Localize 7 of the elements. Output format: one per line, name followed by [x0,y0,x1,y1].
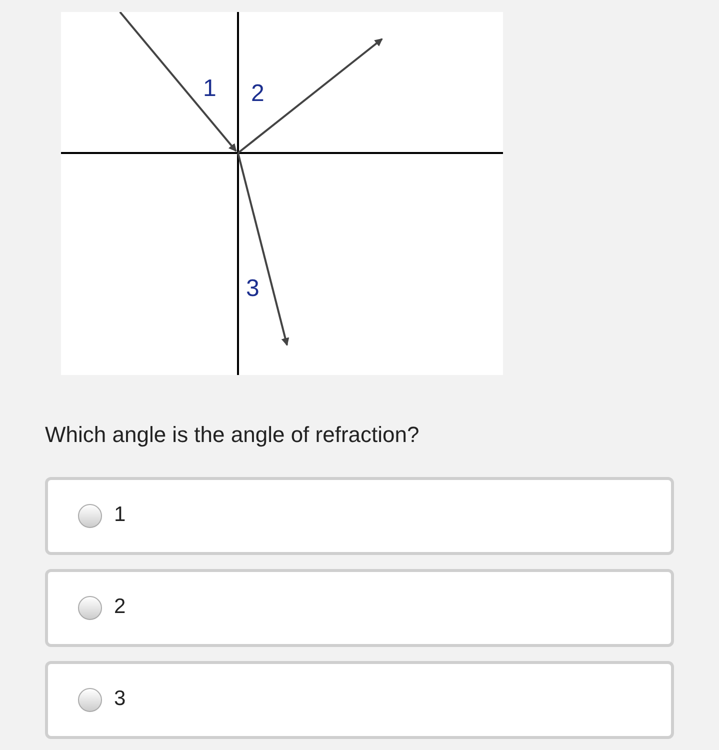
option-text: 2 [114,596,126,617]
angle-number: 2 [251,82,264,106]
angle-number: 3 [246,277,260,301]
option-text: 1 [114,504,126,525]
question-text: Which angle is the angle of refraction? [45,422,420,448]
angle-number: 1 [203,77,216,101]
option-text: 3 [114,688,126,709]
